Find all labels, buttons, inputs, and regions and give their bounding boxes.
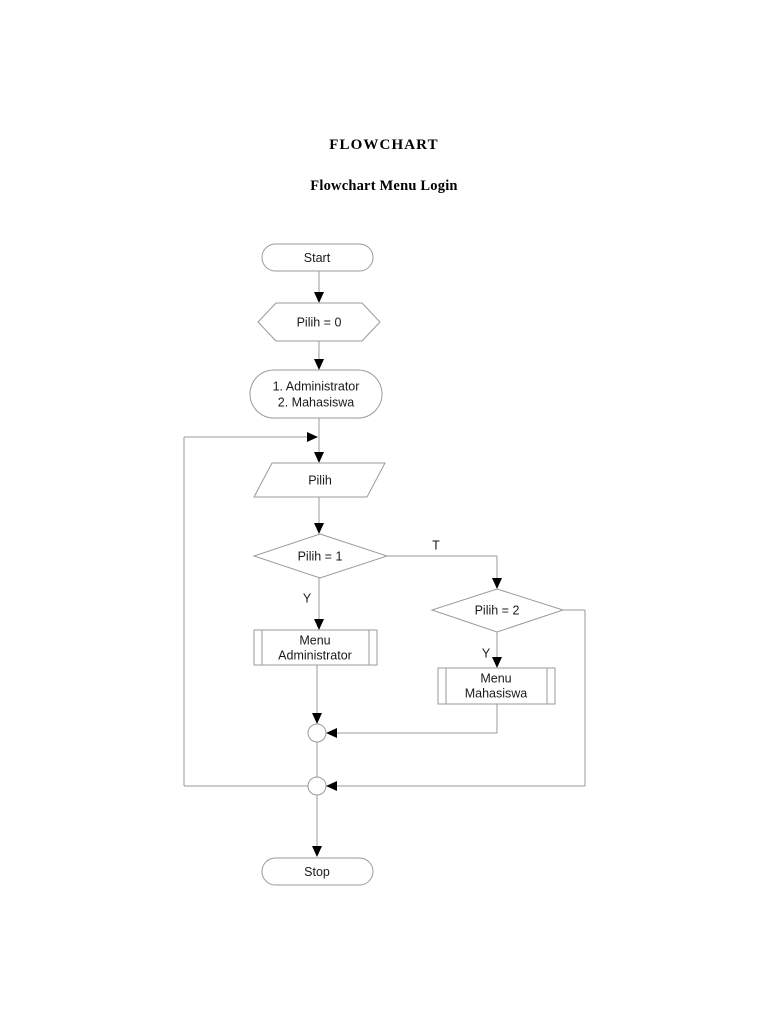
- node-decision-pilih-2[interactable]: Pilih = 2: [430, 588, 565, 633]
- page-subtitle: Flowchart Menu Login: [310, 178, 458, 194]
- page-title: FLOWCHART: [329, 137, 439, 153]
- node-stop[interactable]: Stop: [261, 857, 374, 886]
- arrowhead-init: [314, 292, 324, 303]
- node-menu-mahasiswa-line1: Menu: [480, 671, 511, 685]
- node-menu-options[interactable]: 1. Administrator 2. Mahasiswa: [249, 369, 383, 419]
- arrowhead-loopback-merge: [307, 432, 318, 442]
- node-menu-mahasiswa[interactable]: Menu Mahasiswa: [437, 667, 556, 705]
- node-decision-pilih-1-label: Pilih = 1: [298, 549, 343, 563]
- node-pilih-init[interactable]: Pilih = 0: [257, 302, 381, 342]
- node-pilih-init-label: Pilih = 0: [297, 315, 342, 329]
- node-stop-label: Stop: [304, 865, 330, 879]
- node-menu-options-line2: 2. Mahasiswa: [278, 395, 354, 409]
- edge-label-dec2-yes: Y: [482, 646, 491, 660]
- node-menu-administrator-line1: Menu: [299, 633, 330, 647]
- edge-label-dec1-yes: Y: [303, 591, 312, 605]
- node-decision-pilih-2-label: Pilih = 2: [475, 603, 520, 617]
- node-menu-mahasiswa-line2: Mahasiswa: [465, 686, 528, 700]
- node-decision-pilih-1[interactable]: Pilih = 1: [252, 533, 389, 579]
- arrowhead-stop: [312, 846, 322, 857]
- arrowhead-input: [314, 452, 324, 463]
- arrowhead-menumhs: [492, 657, 502, 668]
- arrowhead-join1-right: [326, 728, 337, 738]
- edge-label-dec1-no: T: [432, 538, 440, 552]
- arrowhead-dec1: [314, 523, 324, 534]
- node-menu-administrator-line2: Administrator: [278, 648, 352, 662]
- node-menu-administrator[interactable]: Menu Administrator: [253, 629, 378, 666]
- node-start-label: Start: [304, 251, 331, 265]
- node-start[interactable]: Start: [261, 243, 374, 272]
- arrowhead-join1-top: [312, 713, 322, 724]
- arrowhead-display: [314, 359, 324, 370]
- node-input-pilih-label: Pilih: [308, 473, 332, 487]
- node-connector-join-2[interactable]: [307, 776, 327, 796]
- arrowhead-dec2: [492, 578, 502, 589]
- node-menu-options-line1: 1. Administrator: [273, 379, 360, 393]
- arrowhead-join2-right: [326, 781, 337, 791]
- arrowhead-menuadmin: [314, 619, 324, 630]
- node-input-pilih[interactable]: Pilih: [253, 462, 386, 498]
- node-connector-join-1[interactable]: [307, 723, 327, 743]
